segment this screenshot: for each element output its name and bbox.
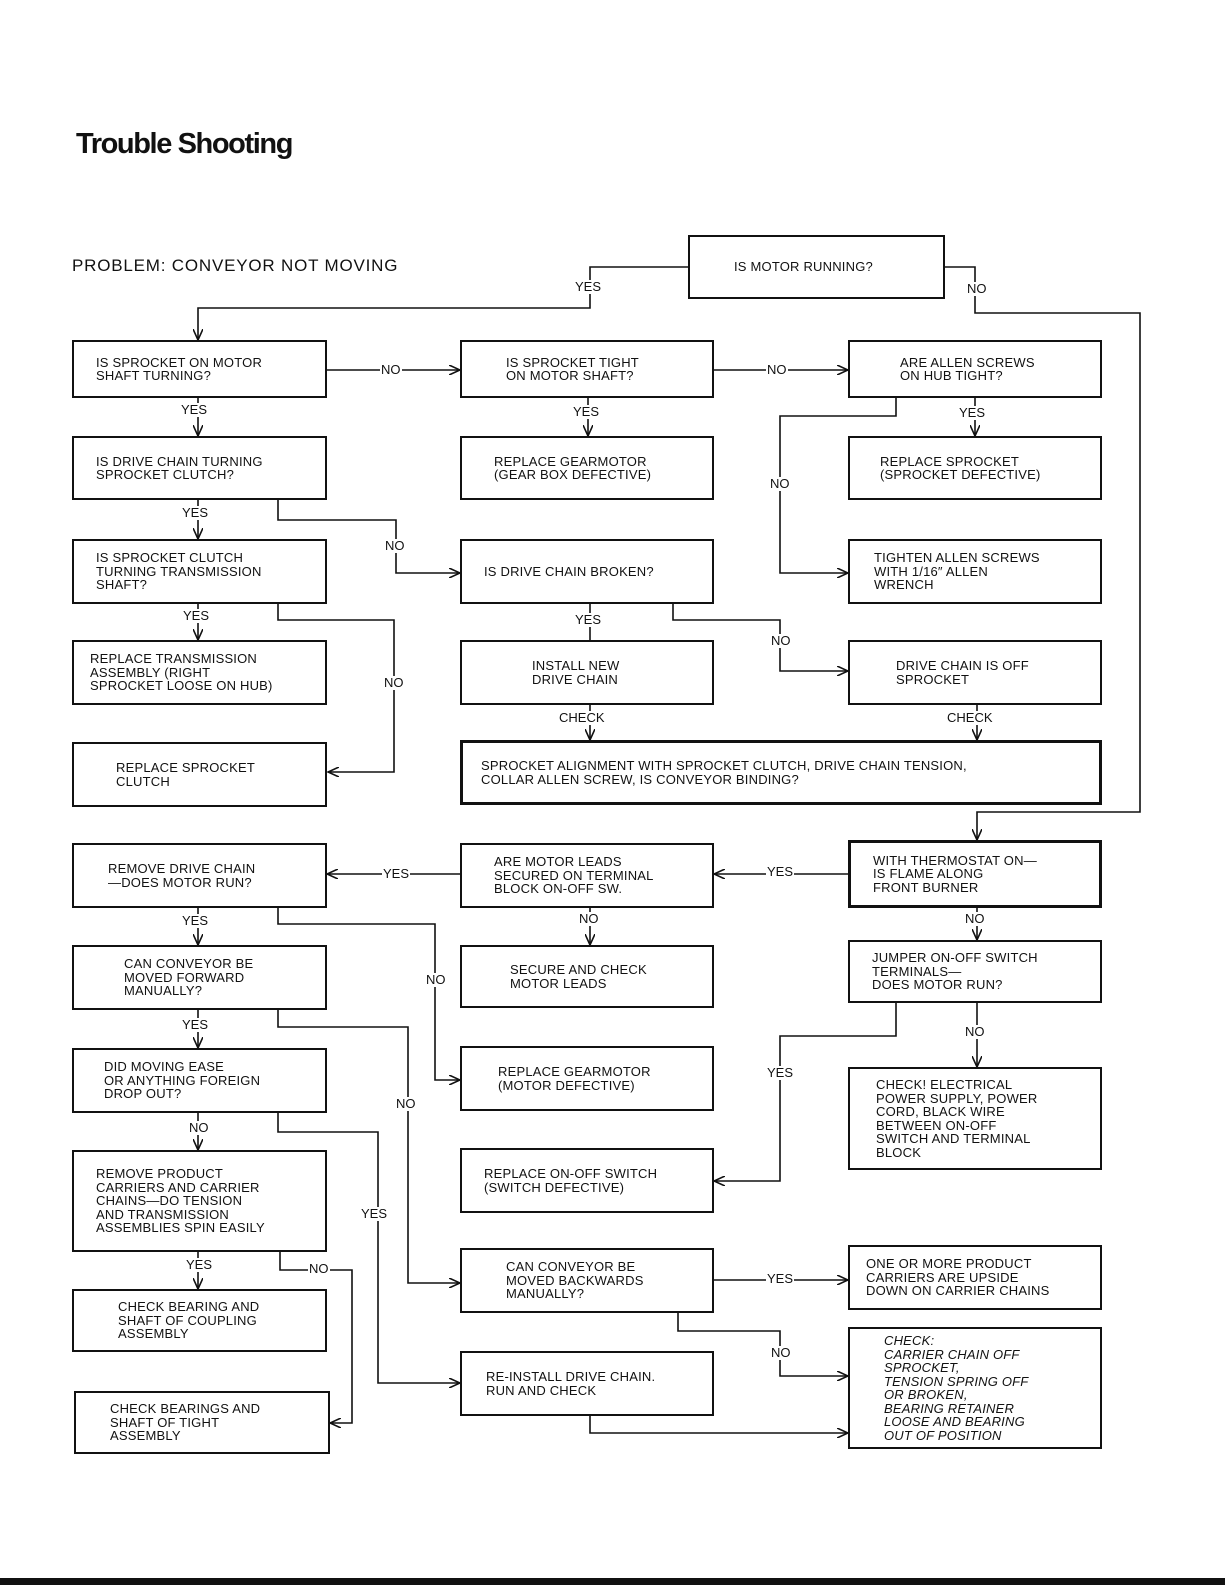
reinstall-chain-box: RE-INSTALL DRIVE CHAIN. RUN AND CHECK: [460, 1351, 714, 1416]
replace-sprocket-box: REPLACE SPROCKET (SPROCKET DEFECTIVE): [848, 436, 1102, 500]
allen-tight-text: ARE ALLEN SCREWS ON HUB TIGHT?: [900, 354, 1035, 383]
check-bearing-coupling-text: CHECK BEARING AND SHAFT OF COUPLING ASSE…: [118, 1299, 260, 1342]
label-check: CHECK: [946, 710, 994, 725]
remove-chain-motor-run-text: REMOVE DRIVE CHAIN —DOES MOTOR RUN?: [108, 861, 256, 890]
label-yes: YES: [360, 1206, 389, 1221]
label-no: NO: [578, 911, 600, 926]
carriers-upside-down-text: ONE OR MORE PRODUCT CARRIERS ARE UPSIDE …: [866, 1256, 1050, 1299]
label-yes: YES: [180, 402, 209, 417]
install-chain-text: INSTALL NEW DRIVE CHAIN: [532, 658, 620, 687]
sprocket-turning-text: IS SPROCKET ON MOTOR SHAFT TURNING?: [96, 354, 263, 383]
replace-transmission-text: REPLACE TRANSMISSION ASSEMBLY (RIGHT SPR…: [90, 651, 273, 694]
chain-broken-box: IS DRIVE CHAIN BROKEN?: [460, 539, 714, 604]
check-bearings-tight-text: CHECK BEARINGS AND SHAFT OF TIGHT ASSEMB…: [110, 1401, 261, 1444]
label-yes: YES: [182, 608, 211, 623]
secure-leads-text: SECURE AND CHECK MOTOR LEADS: [510, 962, 647, 991]
label-yes: YES: [574, 612, 603, 627]
page-title: Trouble Shooting: [76, 128, 293, 160]
replace-gearmotor-motor-box: REPLACE GEARMOTOR (MOTOR DEFECTIVE): [460, 1046, 714, 1111]
replace-switch-text: REPLACE ON-OFF SWITCH (SWITCH DEFECTIVE): [484, 1166, 658, 1195]
chain-broken-text: IS DRIVE CHAIN BROKEN?: [484, 563, 654, 579]
clutch-turning-box: IS SPROCKET CLUTCH TURNING TRANSMISSION …: [72, 539, 327, 604]
tighten-allen-text: TIGHTEN ALLEN SCREWS WITH 1/16″ ALLEN WR…: [874, 550, 1040, 593]
chain-turning-clutch-text: IS DRIVE CHAIN TURNING SPROCKET CLUTCH?: [96, 453, 263, 482]
label-no: NO: [188, 1120, 210, 1135]
replace-gearmotor-gearbox-box: REPLACE GEARMOTOR (GEAR BOX DEFECTIVE): [460, 436, 714, 500]
sprocket-turning-box: IS SPROCKET ON MOTOR SHAFT TURNING?: [72, 340, 327, 398]
label-no: NO: [770, 1345, 792, 1360]
jumper-switch-text: JUMPER ON-OFF SWITCH TERMINALS— DOES MOT…: [872, 950, 1038, 993]
thermostat-flame-text: WITH THERMOSTAT ON— IS FLAME ALONG FRONT…: [873, 852, 1037, 895]
motor-leads-secured-text: ARE MOTOR LEADS SECURED ON TERMINAL BLOC…: [494, 854, 654, 897]
replace-sprocket-text: REPLACE SPROCKET (SPROCKET DEFECTIVE): [880, 453, 1041, 482]
conveyor-forward-text: CAN CONVEYOR BE MOVED FORWARD MANUALLY?: [124, 956, 254, 999]
sprocket-tight-text: IS SPROCKET TIGHT ON MOTOR SHAFT?: [506, 354, 639, 383]
check-electrical-box: CHECK! ELECTRICAL POWER SUPPLY, POWER CO…: [848, 1067, 1102, 1170]
bottom-rule: [0, 1578, 1225, 1585]
label-yes: YES: [181, 1017, 210, 1032]
label-no: NO: [770, 633, 792, 648]
replace-gearmotor-gearbox-text: REPLACE GEARMOTOR (GEAR BOX DEFECTIVE): [494, 453, 652, 482]
thermostat-flame-box: WITH THERMOSTAT ON— IS FLAME ALONG FRONT…: [848, 840, 1102, 908]
label-no: NO: [766, 362, 788, 377]
label-no: NO: [383, 675, 405, 690]
moving-ease-box: DID MOVING EASE OR ANYTHING FOREIGN DROP…: [72, 1048, 327, 1113]
label-yes: YES: [382, 866, 411, 881]
label-no: NO: [966, 281, 988, 296]
motor-running-box: IS MOTOR RUNNING?: [688, 235, 945, 299]
motor-running-text: IS MOTOR RUNNING?: [734, 259, 873, 275]
label-no: NO: [964, 911, 986, 926]
jumper-switch-box: JUMPER ON-OFF SWITCH TERMINALS— DOES MOT…: [848, 940, 1102, 1003]
check-carrier-chain-box: CHECK: CARRIER CHAIN OFF SPROCKET, TENSI…: [848, 1327, 1102, 1449]
label-yes: YES: [181, 505, 210, 520]
conveyor-forward-box: CAN CONVEYOR BE MOVED FORWARD MANUALLY?: [72, 945, 327, 1010]
label-yes: YES: [766, 864, 795, 879]
check-bearing-coupling-box: CHECK BEARING AND SHAFT OF COUPLING ASSE…: [72, 1289, 327, 1352]
replace-transmission-box: REPLACE TRANSMISSION ASSEMBLY (RIGHT SPR…: [72, 640, 327, 705]
label-yes: YES: [766, 1065, 795, 1080]
replace-clutch-text: REPLACE SPROCKET CLUTCH: [116, 760, 256, 789]
label-no: NO: [769, 476, 791, 491]
label-yes: YES: [572, 404, 601, 419]
label-yes: YES: [574, 279, 603, 294]
replace-gearmotor-motor-text: REPLACE GEARMOTOR (MOTOR DEFECTIVE): [498, 1064, 651, 1093]
remove-carriers-text: REMOVE PRODUCT CARRIERS AND CARRIER CHAI…: [96, 1166, 265, 1236]
label-yes: YES: [181, 913, 210, 928]
chain-off-sprocket-box: DRIVE CHAIN IS OFF SPROCKET: [848, 640, 1102, 705]
carriers-upside-down-box: ONE OR MORE PRODUCT CARRIERS ARE UPSIDE …: [848, 1245, 1102, 1310]
check-carrier-chain-text: CHECK: CARRIER CHAIN OFF SPROCKET, TENSI…: [884, 1333, 1029, 1443]
motor-leads-secured-box: ARE MOTOR LEADS SECURED ON TERMINAL BLOC…: [460, 843, 714, 908]
replace-switch-box: REPLACE ON-OFF SWITCH (SWITCH DEFECTIVE): [460, 1148, 714, 1213]
label-no: NO: [964, 1024, 986, 1039]
conveyor-backwards-box: CAN CONVEYOR BE MOVED BACKWARDS MANUALLY…: [460, 1248, 714, 1313]
label-no: NO: [380, 362, 402, 377]
sprocket-alignment-box: SPROCKET ALIGNMENT WITH SPROCKET CLUTCH,…: [460, 740, 1102, 805]
label-no: NO: [395, 1096, 417, 1111]
install-chain-box: INSTALL NEW DRIVE CHAIN: [460, 640, 714, 705]
check-electrical-text: CHECK! ELECTRICAL POWER SUPPLY, POWER CO…: [876, 1077, 1038, 1160]
sprocket-tight-box: IS SPROCKET TIGHT ON MOTOR SHAFT?: [460, 340, 714, 398]
label-no: NO: [425, 972, 447, 987]
tighten-allen-box: TIGHTEN ALLEN SCREWS WITH 1/16″ ALLEN WR…: [848, 539, 1102, 604]
label-yes: YES: [185, 1257, 214, 1272]
conveyor-backwards-text: CAN CONVEYOR BE MOVED BACKWARDS MANUALLY…: [506, 1259, 644, 1302]
label-check: CHECK: [558, 710, 606, 725]
secure-leads-box: SECURE AND CHECK MOTOR LEADS: [460, 945, 714, 1008]
problem-statement: PROBLEM: CONVEYOR NOT MOVING: [72, 256, 399, 275]
clutch-turning-text: IS SPROCKET CLUTCH TURNING TRANSMISSION …: [96, 550, 262, 593]
moving-ease-text: DID MOVING EASE OR ANYTHING FOREIGN DROP…: [104, 1059, 261, 1102]
chain-turning-clutch-box: IS DRIVE CHAIN TURNING SPROCKET CLUTCH?: [72, 436, 327, 500]
remove-chain-motor-run-box: REMOVE DRIVE CHAIN —DOES MOTOR RUN?: [72, 843, 327, 908]
chain-off-sprocket-text: DRIVE CHAIN IS OFF SPROCKET: [896, 658, 1029, 687]
replace-clutch-box: REPLACE SPROCKET CLUTCH: [72, 742, 327, 807]
label-no: NO: [384, 538, 406, 553]
sprocket-alignment-text: SPROCKET ALIGNMENT WITH SPROCKET CLUTCH,…: [481, 758, 967, 787]
allen-tight-box: ARE ALLEN SCREWS ON HUB TIGHT?: [848, 340, 1102, 398]
label-no: NO: [308, 1261, 330, 1276]
reinstall-chain-text: RE-INSTALL DRIVE CHAIN. RUN AND CHECK: [486, 1369, 656, 1398]
check-bearings-tight-box: CHECK BEARINGS AND SHAFT OF TIGHT ASSEMB…: [74, 1391, 330, 1454]
label-yes: YES: [958, 405, 987, 420]
label-yes: YES: [766, 1271, 795, 1286]
remove-carriers-box: REMOVE PRODUCT CARRIERS AND CARRIER CHAI…: [72, 1150, 327, 1252]
